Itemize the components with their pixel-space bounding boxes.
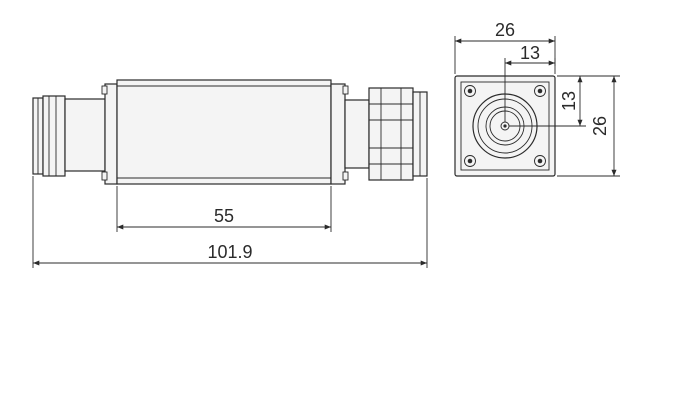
right-connector xyxy=(344,87,428,181)
dimension-flange-height: 26 xyxy=(557,75,620,177)
total-length-label: 101.9 xyxy=(207,242,252,262)
dimension-total-length: 101.9 xyxy=(32,176,428,268)
dimension-flange-width: 26 xyxy=(454,20,556,74)
half-height-label: 13 xyxy=(559,91,579,111)
body-length-label: 55 xyxy=(214,206,234,226)
half-width-label: 13 xyxy=(520,43,540,63)
dimension-body-length: 55 xyxy=(116,186,332,232)
side-view: 55 101.9 xyxy=(32,79,428,268)
left-connector xyxy=(32,95,106,177)
dimension-half-width: 13 xyxy=(504,43,556,122)
flange-width-label: 26 xyxy=(495,20,515,40)
mounting-holes xyxy=(464,85,546,167)
filter-body xyxy=(101,79,349,185)
dimension-half-height: 13 xyxy=(509,75,586,127)
end-view: 26 13 13 26 xyxy=(454,20,620,177)
flange-height-label: 26 xyxy=(590,116,610,136)
